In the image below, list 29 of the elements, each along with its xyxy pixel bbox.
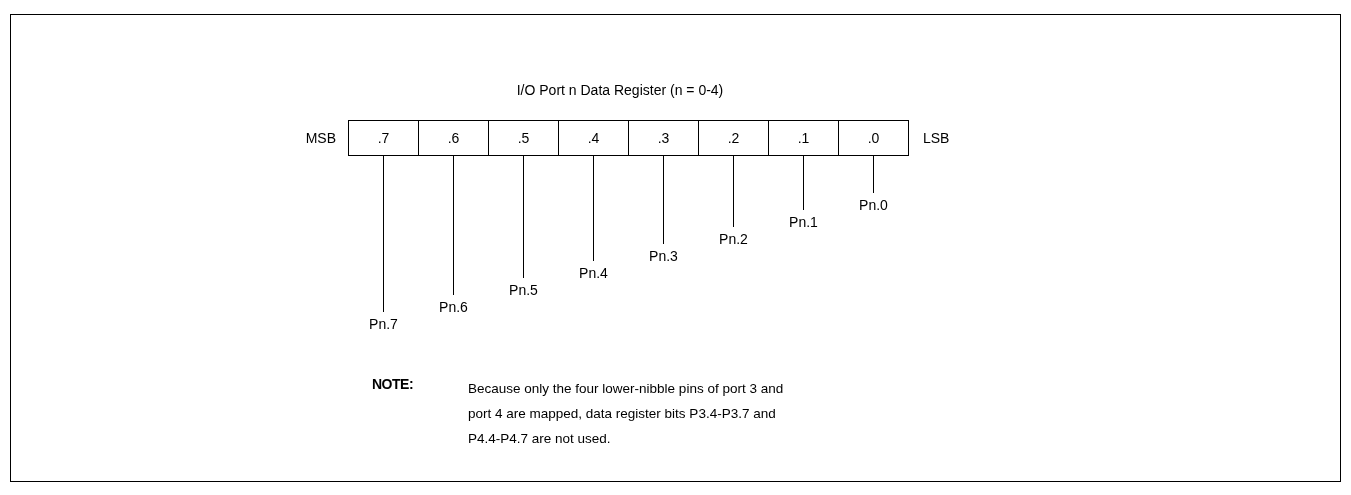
pin-label: Pn.7: [353, 316, 414, 332]
pin-label: Pn.1: [773, 214, 834, 230]
leader-line: [663, 155, 664, 245]
leader-line: [803, 155, 804, 211]
bit-order-label: MSB: [304, 130, 336, 146]
pin-label: Pn.2: [703, 231, 764, 247]
leader-line: [383, 155, 384, 313]
pin-label: Pn.4: [563, 265, 624, 281]
pin-label: Pn.6: [423, 299, 484, 315]
note-text: Because only the four lower-nibble pins of port 3 and port 4 are mapped, data register bits P3.4-P3.7 and P4.4-P4.7 are not used.: [468, 380, 785, 448]
leader-line: [523, 155, 524, 279]
bit-cell: .1: [768, 120, 839, 156]
leader-line: [453, 155, 454, 296]
note-heading: NOTE:: [372, 376, 414, 392]
pin-label: Pn.3: [633, 248, 694, 264]
pin-label: Pn.5: [493, 282, 554, 298]
register-title: I/O Port n Data Register (n = 0-4): [515, 82, 725, 98]
bit-cell: .7: [348, 120, 419, 156]
leader-line: [593, 155, 594, 262]
bit-cell: .6: [418, 120, 489, 156]
pin-label: Pn.0: [843, 197, 904, 213]
bit-order-label: LSB: [923, 130, 950, 146]
bit-cell: .4: [558, 120, 629, 156]
bit-cell: .3: [628, 120, 699, 156]
bit-cell: .0: [838, 120, 909, 156]
bit-cell: .2: [698, 120, 769, 156]
bit-cell: .5: [488, 120, 559, 156]
leader-line: [733, 155, 734, 228]
leader-line: [873, 155, 874, 194]
